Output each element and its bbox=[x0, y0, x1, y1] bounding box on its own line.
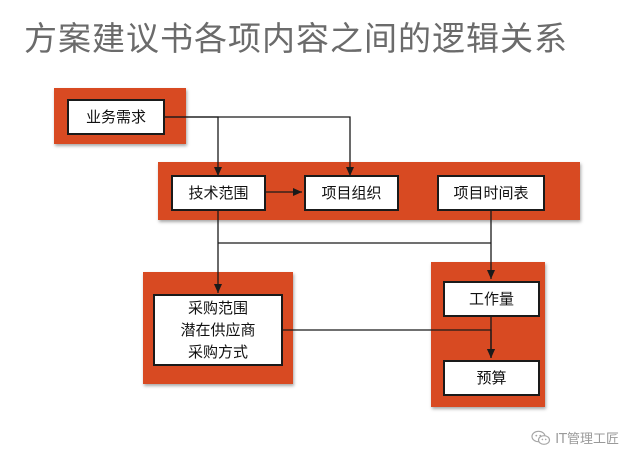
watermark-text: IT管理工匠 bbox=[555, 432, 619, 447]
procurement-scope-label: 采购范围 bbox=[187, 299, 248, 317]
edge-business-to-org bbox=[165, 116, 354, 176]
diagram-title: 方案建议书各项内容之间的逻辑关系 bbox=[24, 19, 568, 58]
potential-suppliers-label: 潜在供应商 bbox=[180, 321, 256, 339]
project-schedule-box: 项目时间表 bbox=[437, 175, 545, 211]
wechat-icon bbox=[531, 430, 551, 446]
budget-box: 预算 bbox=[443, 360, 540, 396]
procurement-method-label: 采购方式 bbox=[187, 343, 248, 361]
procurement-box: 采购范围 潜在供应商 采购方式 bbox=[153, 294, 283, 366]
project-organization-box: 项目组织 bbox=[304, 175, 399, 211]
workload-box: 工作量 bbox=[443, 281, 540, 317]
business-requirements-box: 业务需求 bbox=[67, 99, 165, 135]
technical-scope-box: 技术范围 bbox=[171, 175, 266, 211]
edge-procurement-to-budget bbox=[282, 329, 495, 358]
edge-business-to-tech bbox=[165, 116, 222, 176]
watermark: IT管理工匠 bbox=[531, 428, 619, 447]
